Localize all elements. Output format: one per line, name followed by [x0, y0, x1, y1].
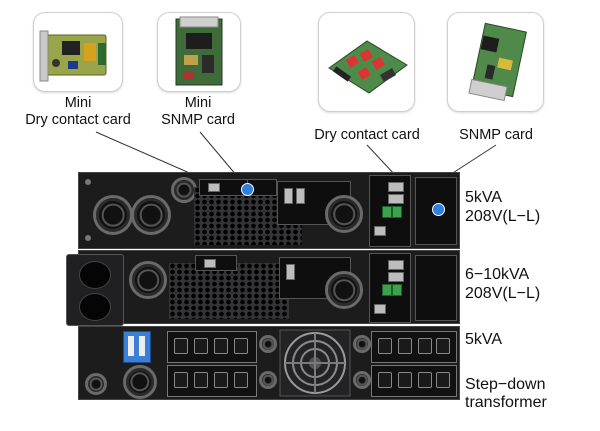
outlet: [174, 372, 188, 388]
outlet-bank: [371, 365, 457, 397]
power-socket: [325, 195, 363, 233]
expansion-bay: [369, 175, 411, 247]
outlet: [234, 372, 248, 388]
unit-label-step-down-transformer: Step−down transformer: [465, 376, 547, 411]
outlet: [174, 338, 188, 354]
indicator-dot: [241, 183, 254, 196]
cable-hole: [79, 293, 111, 321]
outlet: [436, 338, 450, 354]
power-socket: [93, 195, 133, 235]
outlet: [194, 372, 208, 388]
snmp-card-slot: [415, 255, 457, 321]
ups-unit-6-10kva: [78, 250, 460, 324]
breaker-block: [123, 331, 151, 363]
cable-hole: [79, 261, 111, 289]
mini-dry-contact-card-label: Mini Dry contact card: [25, 95, 131, 128]
transformer-unit: [78, 326, 460, 400]
mini-dry-contact-card-image: [39, 30, 107, 82]
outlet: [378, 338, 392, 354]
mini-snmp-card-label: Mini SNMP card: [161, 95, 235, 128]
outlet: [398, 338, 412, 354]
output-breaker: [259, 371, 277, 389]
snmp-card-image: [468, 22, 527, 102]
mini-dry-contact-card-thumbnail: [33, 12, 123, 92]
mini-card-port: [204, 259, 216, 268]
unit-label-5kva-208v: 5kVA 208V(L−L): [465, 189, 541, 225]
power-socket: [123, 365, 157, 399]
output-breaker: [353, 335, 371, 353]
mini-card-slot: [199, 179, 249, 196]
input-connector: [85, 373, 107, 395]
screw: [85, 179, 91, 185]
power-socket: [131, 195, 171, 235]
mini-snmp-card-image: [175, 16, 223, 86]
dry-contact-card-image: [328, 40, 408, 94]
power-socket: [129, 261, 167, 299]
ventilation-grill: [169, 263, 289, 319]
cable-box: [66, 254, 124, 326]
outlet: [418, 372, 432, 388]
terminal-block: [392, 206, 402, 218]
outlet-bank: [371, 331, 457, 363]
outlet: [378, 372, 392, 388]
dry-contact-card-thumbnail: [318, 12, 415, 112]
breaker-toggle: [128, 336, 134, 356]
terminal-block: [382, 206, 392, 218]
outlet: [194, 338, 208, 354]
unit-label-5kva: 5kVA: [465, 331, 503, 348]
serial-port: [388, 272, 404, 282]
outlet: [214, 372, 228, 388]
mini-card-port: [208, 183, 220, 192]
serial-port: [388, 260, 404, 270]
breaker-switch: [284, 188, 293, 204]
breaker-switch: [296, 188, 305, 204]
ups-unit-5kva: [78, 172, 460, 249]
network-port: [374, 226, 386, 236]
breaker-toggle: [139, 336, 145, 356]
power-socket: [325, 271, 363, 309]
outlet: [418, 338, 432, 354]
outlet-bank: [167, 331, 257, 363]
indicator-dot: [432, 203, 445, 216]
expansion-bay: [369, 253, 411, 323]
output-breaker: [259, 335, 277, 353]
outlet: [436, 372, 450, 388]
outlet: [234, 338, 248, 354]
fan-grill-icon: [279, 329, 351, 397]
network-port: [374, 304, 386, 314]
terminal-block: [382, 284, 392, 296]
snmp-card-thumbnail: [447, 12, 544, 112]
outlet: [398, 372, 412, 388]
unit-label-6-10kva-208v: 6−10kVA 208V(L−L): [465, 266, 541, 302]
dry-contact-card-label: Dry contact card: [314, 127, 420, 143]
screw: [85, 235, 91, 241]
outlet-bank: [167, 365, 257, 397]
serial-port: [388, 194, 404, 204]
breaker-switch: [286, 264, 295, 280]
outlet: [214, 338, 228, 354]
terminal-block: [392, 284, 402, 296]
mini-snmp-card-thumbnail: [157, 12, 241, 92]
serial-port: [388, 182, 404, 192]
output-breaker: [353, 371, 371, 389]
snmp-card-label: SNMP card: [459, 127, 533, 143]
mini-card-slot: [195, 255, 237, 271]
